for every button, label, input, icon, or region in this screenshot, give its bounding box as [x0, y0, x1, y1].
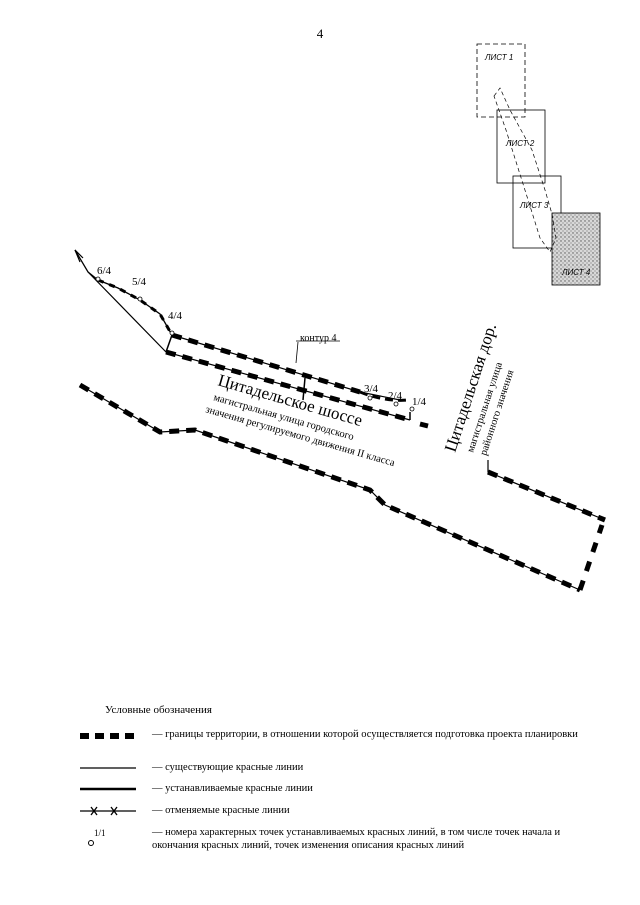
- key-map: ЛИСТ 1 ЛИСТ 2 ЛИСТ 3 ЛИСТ 4: [476, 43, 601, 286]
- legend-text-existing-red-line: — существующие красные линии: [152, 762, 304, 773]
- key-map-label-3: ЛИСТ 3: [519, 201, 549, 210]
- point-circle-icon: [88, 840, 94, 847]
- key-map-sheet-1: [476, 43, 526, 118]
- territory-boundary-lower: [78, 382, 606, 593]
- key-map-label-4: ЛИСТ 4: [561, 268, 591, 277]
- point-label-5-4: 5/4: [132, 276, 147, 288]
- key-map-sheet-2: [496, 109, 546, 184]
- key-map-label-2: ЛИСТ 2: [505, 139, 535, 148]
- territory-boundary-upper: [87, 271, 429, 429]
- cancelled-red-line-symbol: [80, 806, 136, 816]
- point-label-4-4: 4/4: [168, 310, 183, 322]
- key-map-label-1: ЛИСТ 1: [484, 53, 513, 62]
- legend-text-point-marker: — номера характерных точек устанавливаем…: [152, 827, 561, 851]
- contour-connectors: [165, 334, 340, 401]
- key-map-sheet-3: [512, 175, 562, 249]
- planning-map: ЛИСТ 1 ЛИСТ 2 ЛИСТ 3 ЛИСТ 4: [74, 43, 606, 593]
- point-label-2-4: 2/4: [388, 390, 403, 402]
- point-marker-symbol: 1/1: [88, 828, 106, 847]
- key-map-route-dashed: [493, 87, 557, 253]
- point-marker-label: 1/1: [94, 828, 106, 838]
- territory-boundary-symbol: [80, 733, 136, 739]
- point-label-1-4: 1/4: [412, 396, 427, 408]
- point-label-6-4: 6/4: [97, 265, 112, 277]
- existing-red-line-symbol: [80, 767, 136, 769]
- key-map-sheet-4: [551, 212, 601, 286]
- contour-label: контур 4: [300, 333, 336, 344]
- established-red-line-symbol: [80, 787, 136, 791]
- cancelled-red-line-northwest: [74, 249, 174, 336]
- legend-title: Условные обозначения: [105, 704, 212, 716]
- legend-text-territory-boundary: — границы территории, в отношении которо…: [152, 729, 578, 740]
- legend-text-established-red-line: — устанавливаемые красные линии: [152, 783, 313, 794]
- legend-text-cancelled-red-line: — отменяемые красные линии: [152, 805, 290, 816]
- point-label-3-4: 3/4: [364, 383, 379, 395]
- page-number: 4: [316, 26, 324, 41]
- street-desc-citadel-highway-2: значения регулируемого движения II класс…: [204, 404, 396, 469]
- point-markers: [95, 276, 415, 412]
